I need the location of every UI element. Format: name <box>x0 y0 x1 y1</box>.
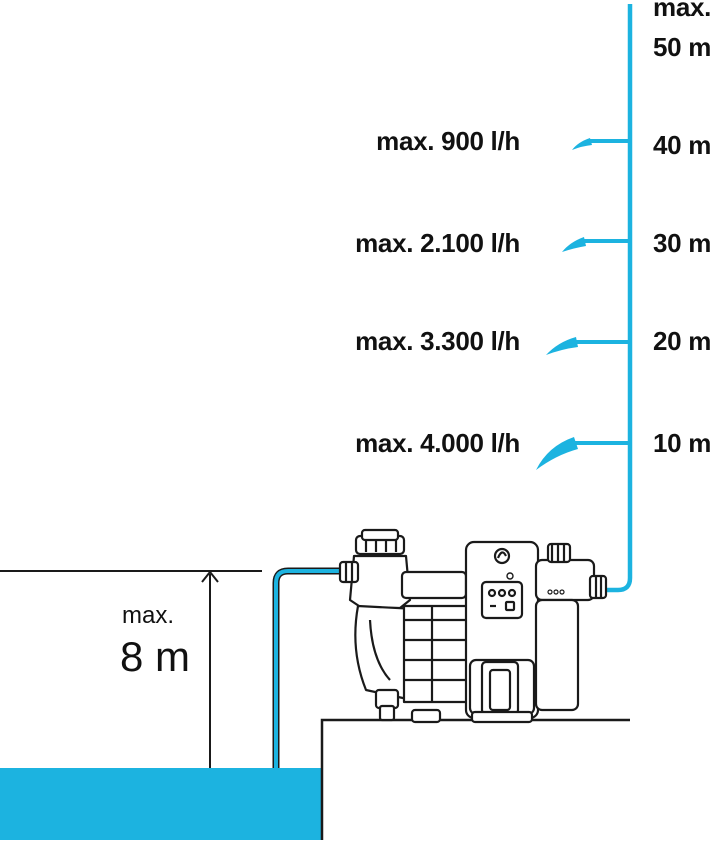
suction-hose <box>272 567 342 768</box>
outlet-40m <box>572 138 630 150</box>
water-reservoir <box>0 768 322 840</box>
suction-inlet <box>338 560 360 584</box>
height-label-40m: 40 m <box>653 130 712 160</box>
pump-unit <box>338 528 608 724</box>
flow-label-40m: max. 900 l/h <box>376 126 520 156</box>
height-label-30m: 30 m <box>653 228 712 258</box>
flow-label-30m: max. 2.100 l/h <box>355 228 520 258</box>
max-height-label-line1: max. <box>653 0 712 22</box>
discharge-outlet <box>588 574 608 600</box>
max-height-label-line2: 50 m <box>653 32 712 62</box>
outlet-20m <box>546 337 630 355</box>
suction-height-prefix: max. <box>122 602 175 629</box>
flow-label-10m: max. 4.000 l/h <box>355 428 520 458</box>
power-icon <box>506 572 514 580</box>
height-label-10m: 10 m <box>653 428 712 458</box>
control-panel <box>480 580 524 620</box>
suction-height-value: 8 m <box>120 633 191 680</box>
water-drops-icon <box>547 589 565 595</box>
flow-label-20m: max. 3.300 l/h <box>355 326 520 356</box>
discharge-riser <box>604 4 633 593</box>
suction-height-arrow <box>201 570 219 768</box>
outlet-10m <box>536 437 630 470</box>
outlet-30m <box>562 237 630 252</box>
leaf-logo-icon <box>493 547 511 565</box>
height-label-20m: 20 m <box>653 326 712 356</box>
pump-platform <box>320 718 630 840</box>
